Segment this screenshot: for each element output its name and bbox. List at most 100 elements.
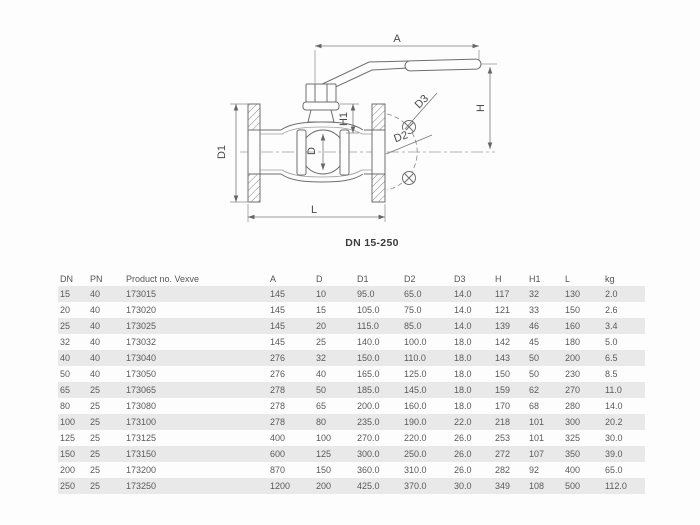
cell-product-no-vexve: 173050 <box>126 369 157 379</box>
cell-a: 1200 <box>268 478 314 494</box>
cell-h1: 50 <box>529 369 540 379</box>
dimension-a: A <box>314 33 480 83</box>
cell-pn: 40 <box>88 286 124 302</box>
cell-dn: 40 <box>58 350 88 366</box>
cell-pn: 25 <box>90 465 101 475</box>
right-flange-hatch-bottom <box>371 173 386 203</box>
cell-d2: 250.0 <box>402 446 452 462</box>
cell-kg: 65.0 <box>605 465 623 475</box>
cell-product-no-vexve: 173200 <box>126 465 157 475</box>
cell-l: 130 <box>563 286 603 302</box>
stem-collar <box>302 101 340 111</box>
cell-h: 218 <box>493 414 527 430</box>
cell-d2: 65.0 <box>402 286 452 302</box>
cell-product-no-vexve: 173040 <box>124 350 268 366</box>
cell-kg: 3.4 <box>603 318 645 334</box>
cell-dn: 15 <box>58 286 88 302</box>
cell-h: 142 <box>495 337 511 347</box>
cell-d: 80 <box>314 414 355 430</box>
cell-d2: 190.0 <box>402 414 452 430</box>
cell-d1: 140.0 <box>357 337 380 347</box>
left-seat <box>296 129 307 176</box>
column-header-h1: H1 <box>529 273 541 284</box>
dim-label-d: D <box>306 147 318 155</box>
cell-d1: 115.0 <box>355 318 402 334</box>
cell-kg: 6.5 <box>603 350 645 366</box>
right-flange <box>371 103 386 203</box>
dimension-d: D <box>306 134 326 170</box>
cell-a: 870 <box>270 465 286 475</box>
cell-d2: 125.0 <box>404 369 427 379</box>
cell-dn: 50 <box>60 369 71 379</box>
cell-h: 143 <box>493 350 527 366</box>
cell-d3: 26.0 <box>454 465 472 475</box>
cell-pn: 25 <box>88 446 124 462</box>
cell-a: 145 <box>270 305 286 315</box>
cell-h: 159 <box>493 382 527 398</box>
right-flange-hatch-top <box>371 103 386 131</box>
cell-d3: 30.0 <box>452 478 493 494</box>
column-header-d2: D2 <box>404 273 416 284</box>
cell-d2: 160.0 <box>404 401 427 411</box>
cell-product-no-vexve: 173100 <box>124 414 268 430</box>
cell-a: 276 <box>270 369 286 379</box>
cell-product-no-vexve: 173015 <box>124 286 268 302</box>
cell-d: 100 <box>316 433 332 443</box>
bolt-circle-arc <box>386 113 418 191</box>
cell-d3: 18.0 <box>454 369 472 379</box>
cell-kg: 20.2 <box>603 414 645 430</box>
cell-h: 282 <box>495 465 511 475</box>
dim-label-a: A <box>393 33 401 45</box>
cell-d1: 300.0 <box>355 446 402 462</box>
cell-kg: 2.0 <box>603 286 645 302</box>
cell-h: 349 <box>493 478 527 494</box>
cell-d1: 235.0 <box>355 414 402 430</box>
cell-d2: 220.0 <box>404 433 427 443</box>
cell-pn: 25 <box>88 478 124 494</box>
column-header-l: L <box>565 273 571 284</box>
cell-product-no-vexve: 173150 <box>124 446 268 462</box>
column-header-a: A <box>270 273 277 284</box>
cell-product-no-vexve: 173025 <box>124 318 268 334</box>
cell-d1: 105.0 <box>357 305 380 315</box>
cell-d1: 185.0 <box>355 382 402 398</box>
cell-d2: 100.0 <box>404 337 427 347</box>
cell-l: 300 <box>563 414 603 430</box>
cell-a: 145 <box>268 318 314 334</box>
cell-kg: 30.0 <box>605 433 623 443</box>
column-header-d3: D3 <box>454 273 466 284</box>
column-header-dn: DN <box>60 273 73 284</box>
cell-d3: 14.0 <box>452 286 493 302</box>
cell-d3: 18.0 <box>452 382 493 398</box>
drawing-caption: DN 15-250 <box>345 237 398 249</box>
cell-h: 170 <box>495 401 511 411</box>
cell-h1: 101 <box>527 414 563 430</box>
cell-d3: 14.0 <box>452 318 493 334</box>
cell-a: 278 <box>268 414 314 430</box>
cell-h1: 92 <box>529 465 540 475</box>
dim-label-l: L <box>311 204 317 216</box>
cell-kg: 14.0 <box>605 401 623 411</box>
cell-h: 121 <box>495 305 511 315</box>
cell-h: 139 <box>493 318 527 334</box>
right-seat <box>339 129 350 176</box>
cell-h1: 101 <box>529 433 545 443</box>
cell-d: 20 <box>314 318 355 334</box>
cell-d2: 75.0 <box>404 305 422 315</box>
cell-l: 200 <box>563 350 603 366</box>
cell-d3: 18.0 <box>452 350 493 366</box>
dimension-h1: H1 <box>338 103 359 134</box>
cell-d1: 200.0 <box>357 401 380 411</box>
cell-h1: 33 <box>529 305 540 315</box>
cell-kg: 5.0 <box>605 337 618 347</box>
cell-kg: 112.0 <box>603 478 645 494</box>
cell-d3: 14.0 <box>454 305 472 315</box>
